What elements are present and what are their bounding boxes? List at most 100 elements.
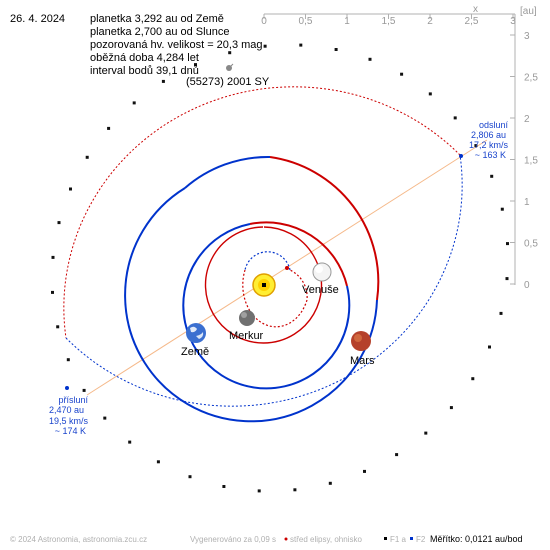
legend-f2: F2 [416, 535, 426, 544]
info-line: pozorovaná hv. velikost = 20,3 mag [90, 39, 263, 51]
mars-label: Mars [350, 355, 375, 367]
asteroid-position-dot [488, 345, 491, 349]
aphelion-distance: 2,806 au [471, 130, 506, 140]
perihelion-title: přísluní [58, 395, 88, 405]
asteroid-position-dot [363, 469, 366, 473]
y-tick-label: 0 [524, 280, 530, 291]
aphelion-title: odsluní [479, 120, 509, 130]
sun [252, 273, 276, 297]
copyright: © 2024 Astronomia, astronomia.zcu.cz [10, 535, 147, 544]
perihelion-temperature: ~ 174 K [55, 426, 86, 436]
x-tick-label: 2 [427, 16, 433, 27]
asteroid-position-dot [428, 92, 432, 96]
asteroid-position-dot [263, 44, 267, 48]
perihelion-marker [65, 386, 69, 390]
x-axis-label: x [473, 4, 478, 15]
asteroid-position-dot [82, 388, 86, 392]
earth-icon [186, 323, 206, 343]
asteroid-position-dot [328, 481, 332, 485]
info-line: interval bodů 39,1 dnů [90, 65, 199, 77]
asteroid-position-dot [194, 63, 197, 67]
asteroid-position-dot [395, 453, 399, 457]
x-tick-label: 2,5 [465, 16, 479, 27]
asteroid-position-dot [334, 48, 338, 51]
asteroid-position-dot [51, 255, 55, 259]
perihelion-speed: 19,5 km/s [49, 416, 89, 426]
aphelion-marker [459, 154, 463, 158]
y-tick-label: 1 [524, 197, 530, 208]
date-label: 26. 4. 2024 [10, 13, 65, 25]
unit-label: [au] [520, 6, 537, 17]
asteroid-position-dot [424, 431, 428, 435]
mercury-orbit [242, 251, 308, 328]
venus-label: Venuše [302, 284, 339, 296]
asteroid-position-dot [56, 325, 60, 329]
asteroid-position-dot [257, 489, 261, 493]
aphelion-temperature: ~ 163 K [475, 150, 506, 160]
asteroid-name: (55273) 2001 SY [186, 76, 270, 88]
mars-icon [351, 331, 371, 351]
venus-icon [312, 262, 332, 282]
mars-orbit-blue [124, 187, 378, 423]
asteroid-position-dot [400, 72, 404, 76]
asteroid-position-dot [156, 460, 160, 464]
y-tick-label: 0,5 [524, 239, 538, 250]
y-tick-label: 3 [524, 31, 530, 42]
asteroid-position-dot [107, 126, 111, 130]
asteroid-position-dot [499, 311, 503, 315]
orbit-center-marker [285, 266, 289, 270]
asteroid-position-dot [132, 101, 136, 105]
asteroid-orbit [63, 86, 463, 407]
asteroid-marker [226, 63, 234, 71]
legend-center: střed elipsy, ohnisko [290, 535, 362, 544]
y-tick-label: 1,5 [524, 156, 538, 167]
x-axis-ticks: 0 0,5 1 1,5 2 2,5 3 [261, 14, 516, 27]
asteroid-position-dot [66, 358, 70, 362]
asteroid-position-dots [51, 43, 509, 493]
asteroid-position-dot [228, 51, 232, 55]
generated-time: Vygenerováno za 0,09 s [190, 535, 276, 544]
asteroid-position-dot [51, 290, 54, 294]
mars-orbit [184, 155, 271, 189]
footer: © 2024 Astronomia, astronomia.zcu.cz Vyg… [10, 534, 523, 544]
asteroid-position-dot [474, 144, 478, 148]
earth-orbit-blue [182, 223, 351, 390]
mercury-icon [239, 310, 255, 326]
info-line: planetka 2,700 au od Slunce [90, 26, 229, 38]
asteroid-position-dot [128, 440, 132, 444]
aphelion-info: odsluní 2,806 au 17,2 km/s ~ 163 K [469, 120, 509, 160]
asteroid-position-dot [453, 116, 457, 120]
asteroid-position-dot [490, 174, 494, 178]
asteroid-position-dot [471, 377, 475, 381]
y-tick-label: 2 [524, 114, 530, 125]
x-tick-label: 0,5 [299, 16, 313, 27]
asteroid-position-dot [368, 57, 372, 61]
asteroid-position-dot [299, 43, 303, 47]
mars-orbit-red [269, 156, 380, 301]
perihelion-info: přísluní 2,470 au 19,5 km/s ~ 174 K [49, 395, 89, 436]
earth-label: Země [181, 346, 209, 358]
asteroid-position-dot [188, 475, 192, 479]
asteroid-position-dot [505, 277, 509, 281]
x-tick-label: 3 [510, 16, 516, 27]
x-tick-label: 1 [344, 16, 350, 27]
asteroid-position-dot [500, 207, 504, 211]
asteroid-position-dot [57, 221, 61, 225]
asteroid-position-dot [103, 416, 107, 420]
asteroid-position-dot [69, 187, 72, 191]
info-block: planetka 3,292 au od Země planetka 2,700… [90, 13, 263, 77]
y-axis-ticks: 32,521,510,50 [510, 31, 538, 291]
scale-label: Měřítko: 0,0121 au/bod [430, 534, 523, 544]
legend-f1: F1 a [390, 535, 407, 544]
asteroid-position-dot [161, 79, 165, 83]
x-tick-label: 1,5 [382, 16, 396, 27]
info-line: planetka 3,292 au od Země [90, 13, 224, 25]
earth-orbit [249, 221, 348, 287]
asteroid-position-dot [506, 242, 509, 246]
aphelion-speed: 17,2 km/s [469, 140, 509, 150]
asteroid-position-dot [449, 406, 453, 410]
asteroid-position-dot [222, 485, 226, 488]
x-tick-label: 0 [261, 16, 267, 27]
